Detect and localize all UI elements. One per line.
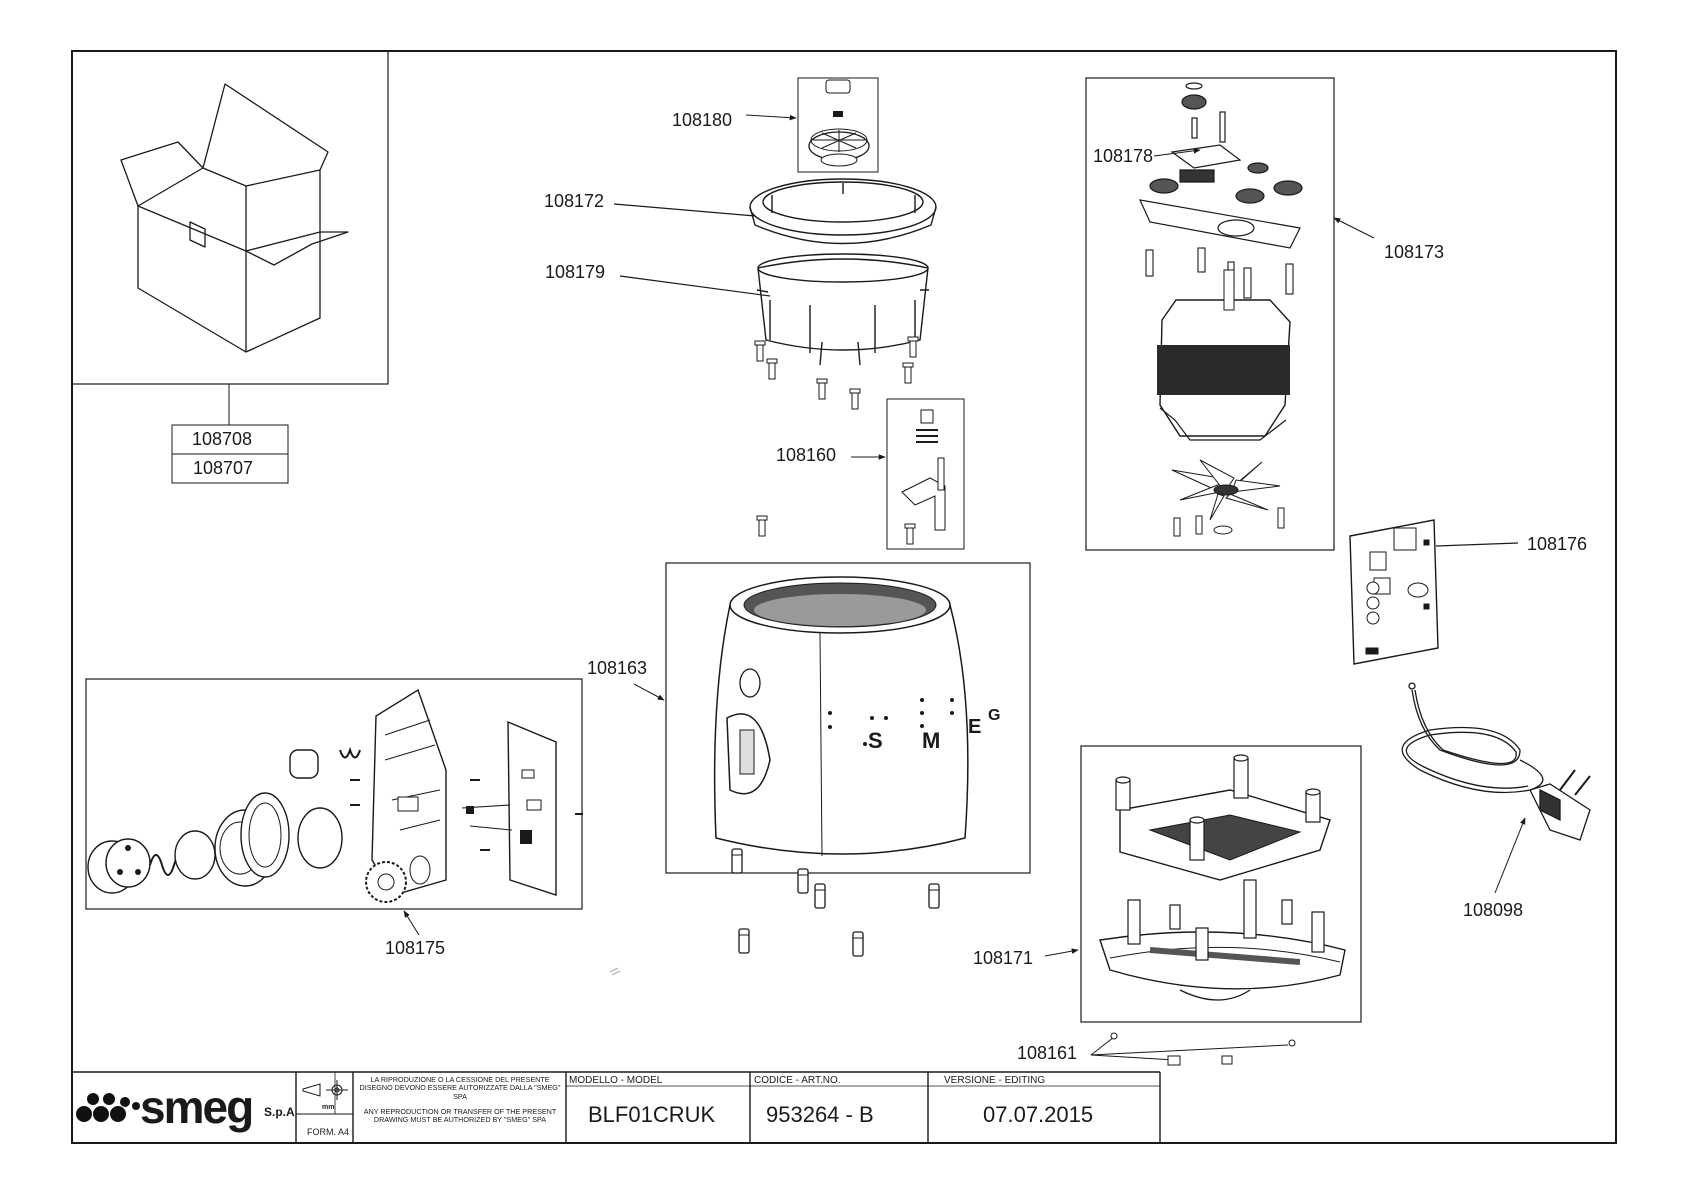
housing-letter-g: G (988, 707, 1001, 724)
label-108175: 108175 (385, 938, 446, 958)
housing-indicator-dots (828, 698, 954, 746)
label-108178: 108178 (1093, 146, 1154, 166)
code-header: CODICE - ART.NO. (754, 1075, 841, 1086)
version-header: VERSIONE - EDITING (944, 1075, 1046, 1086)
label-108179: 108179 (545, 262, 606, 282)
control-assembly-108175 (85, 678, 583, 910)
code-value: 953264 - B (766, 1102, 874, 1127)
form-format: FORM. A4 (307, 1127, 350, 1137)
label-108163: 108163 (587, 658, 648, 678)
power-cord-108098 (1401, 682, 1591, 841)
label-108160: 108160 (776, 445, 837, 465)
label-108161: 108161 (1017, 1043, 1078, 1063)
label-108098: 108098 (1463, 900, 1524, 920)
carton-box-drawing (120, 83, 349, 353)
projection-symbol (302, 1080, 348, 1100)
main-housing-108163 (665, 562, 1031, 874)
scale-unit: mm (322, 1104, 335, 1111)
smeg-logo-dots (76, 1093, 140, 1122)
notice-italian: LA RIPRODUZIONE O LA CESSIONE DEL PRESEN… (359, 1075, 561, 1101)
base-assembly-108171 (1080, 745, 1362, 1023)
smeg-logo-suffix: S.p.A (264, 1105, 295, 1119)
label-108172: 108172 (544, 191, 605, 211)
feet-108161 (1090, 1032, 1296, 1066)
housing-letter-m: M (922, 728, 941, 753)
label-108180: 108180 (672, 110, 733, 130)
model-value: BLF01CRUK (588, 1102, 716, 1127)
drawing-border (71, 50, 1617, 1144)
label-108707: 108707 (193, 458, 254, 478)
model-header: MODELLO - MODEL (569, 1075, 663, 1086)
version-value: 07.07.2015 (983, 1102, 1094, 1127)
packaging-box-group (71, 50, 389, 484)
motor-fan (1171, 459, 1281, 521)
label-108173: 108173 (1384, 242, 1445, 262)
housing-letter-s: S (868, 728, 883, 753)
lid-cap-assembly (797, 77, 879, 173)
housing-letter-e: E (968, 716, 982, 738)
pcb-board-108176 (1349, 519, 1439, 665)
label-108171: 108171 (973, 948, 1034, 968)
base-screws (731, 848, 940, 957)
notice-english: ANY REPRODUCTION OR TRANSFER OF THE PRES… (363, 1107, 557, 1125)
title-block (72, 1071, 1161, 1143)
inner-housing-108179 (756, 253, 929, 366)
motor-assembly-108173 (1085, 77, 1335, 551)
switch-assembly-108160 (886, 398, 965, 550)
label-108176: 108176 (1527, 534, 1588, 554)
smeg-logo-word: smeg (140, 1081, 254, 1133)
label-108708: 108708 (192, 429, 253, 449)
top-ring-108172 (749, 178, 937, 245)
